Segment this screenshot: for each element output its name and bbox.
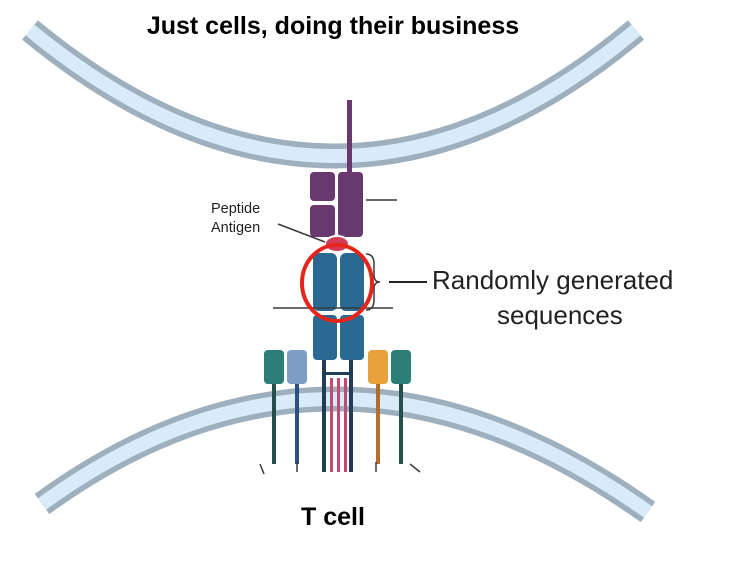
coreceptor-right-orange xyxy=(368,350,388,464)
mhc-stalk xyxy=(347,100,352,175)
coreceptor-left-green xyxy=(264,350,284,464)
tcr-stalks xyxy=(322,360,353,472)
callout-label-line2: sequences xyxy=(497,300,623,330)
guide-lines xyxy=(273,199,397,309)
cd3-chains xyxy=(330,378,347,472)
coreceptor-right-green xyxy=(391,350,411,464)
peptide-antigen-label-line2: Antigen xyxy=(211,220,261,236)
peptide-leader-line xyxy=(277,223,326,243)
membrane-ticks xyxy=(259,462,421,475)
variable-region-brace xyxy=(365,253,381,311)
mhc-molecule xyxy=(310,172,363,237)
t-cell-label: T cell xyxy=(301,503,365,531)
variable-region-highlight-circle xyxy=(300,243,374,323)
bottom-cell-membrane xyxy=(34,386,656,523)
tcr-molecule xyxy=(313,253,364,360)
peptide-antigen-label-line1: Peptide xyxy=(211,201,261,217)
diagram-title: Just cells, doing their business xyxy=(146,12,520,40)
coreceptor-left-lightblue xyxy=(287,350,307,464)
top-cell-membrane xyxy=(22,20,645,169)
callout-label-line1: Randomly generated xyxy=(432,265,674,295)
